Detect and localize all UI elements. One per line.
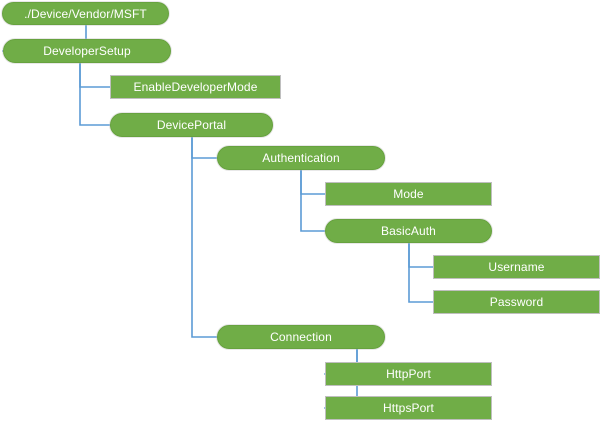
tree-node-label: DevicePortal [156,118,227,132]
tree-node-label: Mode [393,187,424,201]
connector-authentication-to-basicauth [300,169,326,232]
connector-authentication-to-mode [300,169,326,195]
tree-node-label: EnableDeveloperMode [133,80,258,94]
connector-developersetup-to-deviceportal [79,62,111,126]
tree-node-authentication[interactable]: Authentication [217,146,385,170]
tree-node-label: Username [488,260,545,274]
tree-node-label: Authentication [262,151,340,165]
tree-node-deviceportal[interactable]: DevicePortal [110,113,273,137]
tree-node-mode[interactable]: Mode [325,182,492,206]
tree-node-httpport[interactable]: HttpPort [325,362,492,386]
tree-node-label: DeveloperSetup [43,44,131,58]
tree-node-connection[interactable]: Connection [217,325,385,349]
connector-deviceportal-to-authentication [191,136,218,159]
tree-node-label: HttpsPort [383,401,434,415]
connector-basicauth-to-username [408,242,434,268]
tree-node-label: BasicAuth [381,224,436,238]
tree-node-password[interactable]: Password [433,290,600,314]
tree-node-enabledevelopermode[interactable]: EnableDeveloperMode [110,75,281,99]
connector-deviceportal-to-connection [191,136,218,338]
tree-node-developersetup[interactable]: DeveloperSetup [3,39,171,63]
tree-node-httpsport[interactable]: HttpsPort [325,396,492,420]
tree-node-label: ./Device/Vendor/MSFT [24,6,147,21]
connector-developersetup-to-enabledevelopermode [79,62,111,88]
tree-node-label: HttpPort [386,367,431,381]
tree-node-label: Connection [270,330,332,344]
connector-basicauth-to-password [408,242,434,303]
tree-node-label: Password [489,295,544,309]
tree-node-root[interactable]: ./Device/Vendor/MSFT [2,2,169,25]
tree-node-username[interactable]: Username [433,255,600,279]
tree-node-basicauth[interactable]: BasicAuth [325,219,492,243]
